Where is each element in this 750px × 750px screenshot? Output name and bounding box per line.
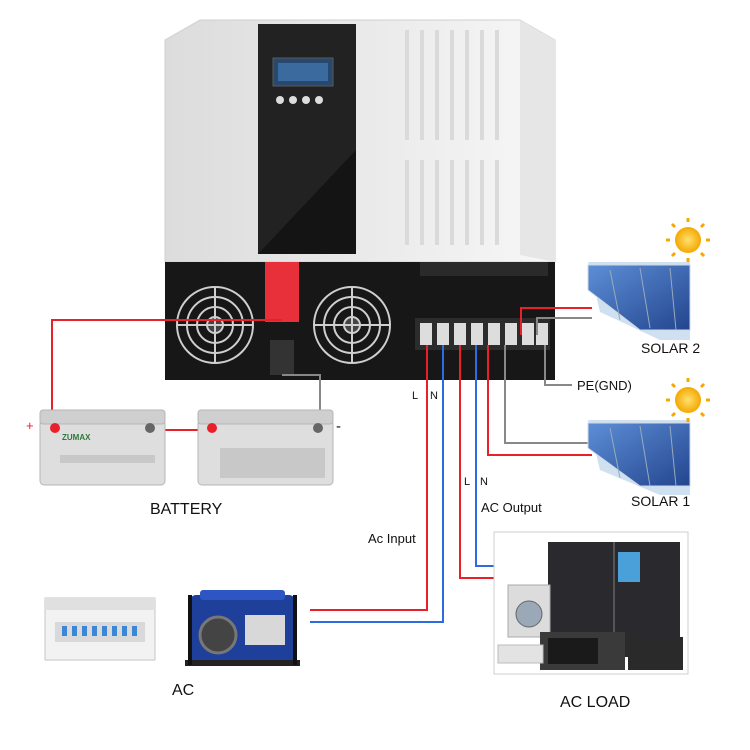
ac-input-l-label: L (412, 390, 419, 402)
solar2-positive-wire (520, 307, 592, 335)
inverter-display-panel (258, 24, 356, 254)
battery-right (197, 409, 334, 486)
oven (628, 637, 683, 670)
esc-button[interactable] (315, 96, 323, 104)
ac-output-l-wire (459, 345, 502, 579)
ac-load-appliances (493, 531, 689, 675)
battery-left (39, 409, 166, 486)
wires (51, 307, 592, 623)
ac-source-label: AC (172, 682, 195, 699)
sun-icon (666, 218, 710, 262)
enter-button[interactable] (302, 96, 310, 104)
battery-positive-wire (51, 319, 282, 430)
solar1-negative-wire (504, 345, 592, 444)
battery-label: BATTERY (150, 501, 223, 518)
solar-panel-1 (587, 420, 691, 495)
battery-positive-terminal (265, 262, 299, 322)
ac-input-n-label: N (430, 390, 438, 402)
battery-positive-post (50, 423, 60, 433)
battery-plus-sign: + (26, 418, 34, 433)
sun-icon (666, 378, 710, 422)
ac-input-l-wire (310, 345, 428, 611)
cooling-fan-right (313, 286, 391, 364)
battery-minus-sign: - (336, 418, 341, 435)
pe-gnd-label: PE(GND) (577, 378, 632, 393)
pe-ground-wire (544, 345, 572, 386)
air-conditioner (497, 644, 544, 664)
solar2-negative-wire (536, 317, 592, 335)
terminal-block (415, 318, 550, 350)
battery-negative-post (313, 423, 323, 433)
cooling-fan-left (176, 286, 254, 364)
ac-output-n-wire (475, 345, 502, 567)
battery-brand: ZUMAX (62, 433, 91, 442)
solar1-positive-wire (487, 345, 592, 456)
inverter-vents (405, 30, 499, 245)
ac-input-label: Ac Input (368, 531, 416, 546)
distribution-box (44, 597, 156, 661)
solar-panel-2 (587, 262, 691, 340)
inverter (164, 19, 556, 380)
battery-negative-terminal (270, 340, 294, 375)
down-button[interactable] (289, 96, 297, 104)
ac-output-l-label: L (464, 476, 471, 488)
up-button[interactable] (276, 96, 284, 104)
ac-load-label: AC LOAD (560, 694, 631, 711)
generator (185, 590, 300, 666)
ac-input-n-wire (310, 345, 444, 623)
solar1-label: SOLAR 1 (631, 493, 691, 509)
ac-output-n-label: N (480, 476, 488, 488)
ac-output-label: AC Output (481, 500, 542, 515)
solar2-label: SOLAR 2 (641, 340, 701, 356)
control-buttons (276, 96, 323, 104)
